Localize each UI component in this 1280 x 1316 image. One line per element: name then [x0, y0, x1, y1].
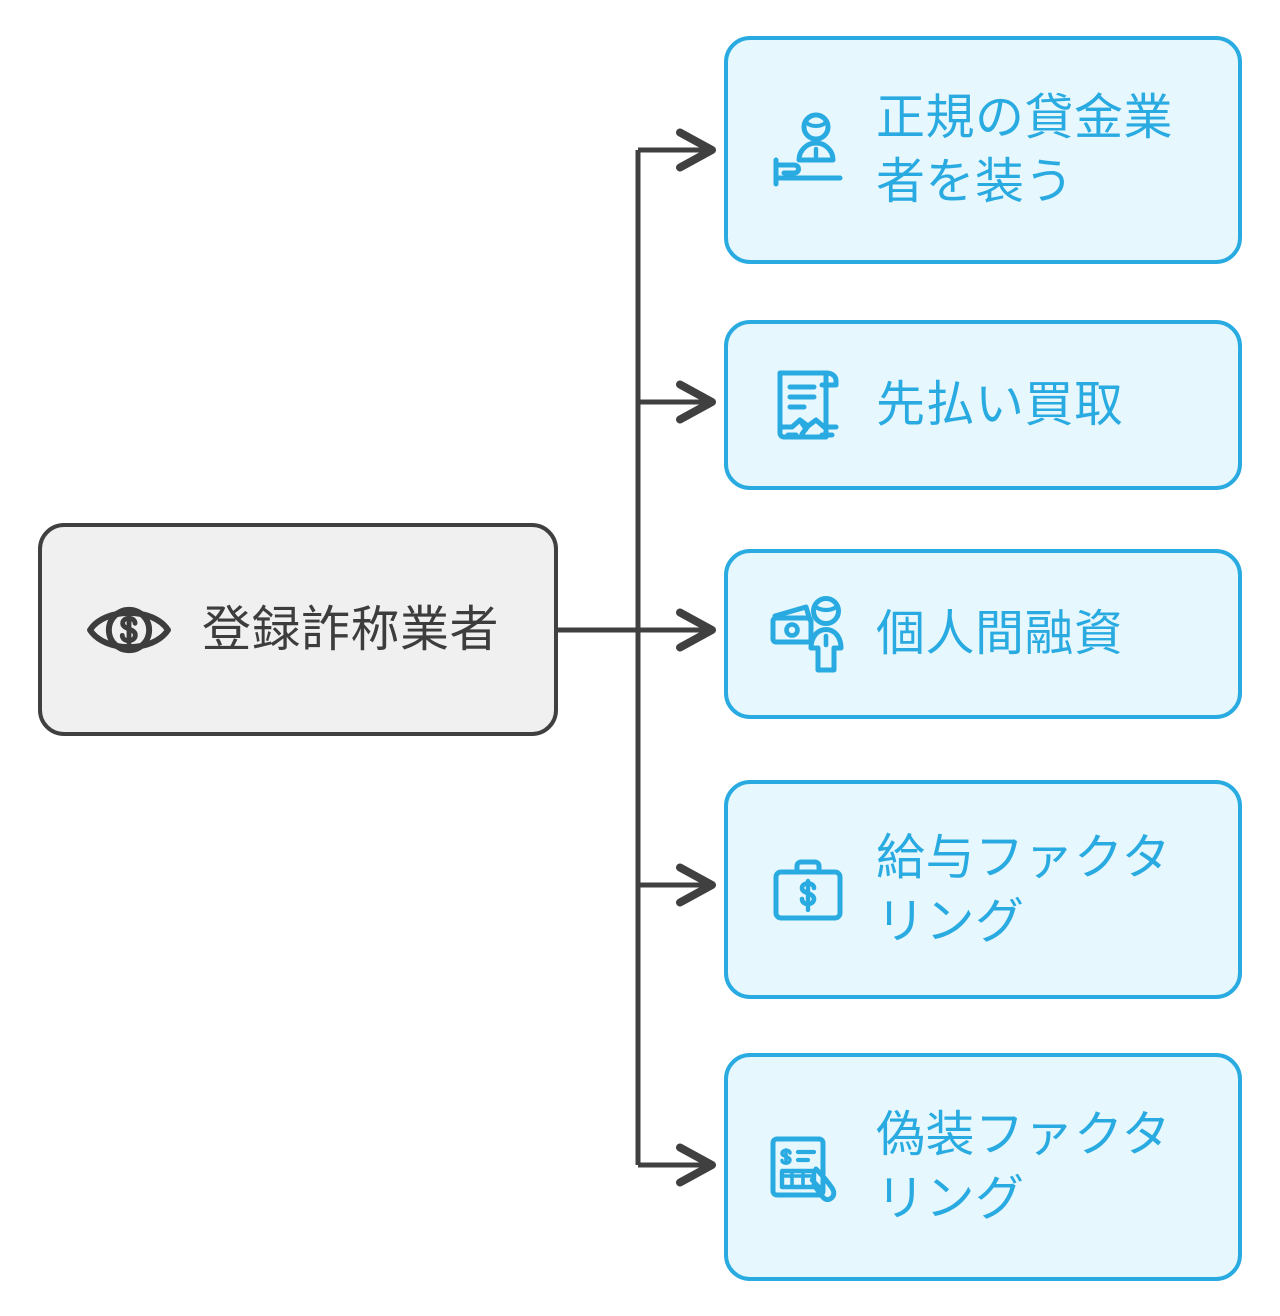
contract-handshake-icon [777, 370, 839, 440]
branch-node-2-label: 先払い買取 [876, 376, 1124, 434]
person-at-counter-icon [773, 112, 843, 187]
banknote-person-icon [770, 596, 844, 673]
branch-node-1-label: 正規の貸金業者を装う [876, 89, 1174, 210]
branch-node-1[interactable]: 正規の貸金業者を装う [724, 36, 1242, 264]
branch-node-2[interactable]: 先払い買取 [724, 320, 1242, 490]
eye-dollar-icon [87, 606, 171, 653]
branch-node-5[interactable]: 偽装ファクタリング [724, 1053, 1242, 1281]
invoice-hand-icon [770, 1136, 837, 1203]
branch-node-5-label: 偽装ファクタリング [876, 1106, 1172, 1227]
root-node[interactable]: 登録詐称業者 [38, 523, 558, 736]
branch-node-3[interactable]: 個人間融資 [724, 549, 1242, 719]
branch-node-4-label: 給与ファクタリング [876, 828, 1172, 950]
branch-node-4[interactable]: 給与ファクタリング [724, 780, 1242, 999]
briefcase-dollar-icon [773, 859, 843, 920]
branch-node-3-label: 個人間融資 [876, 605, 1124, 663]
root-node-label: 登録詐称業者 [202, 600, 500, 658]
